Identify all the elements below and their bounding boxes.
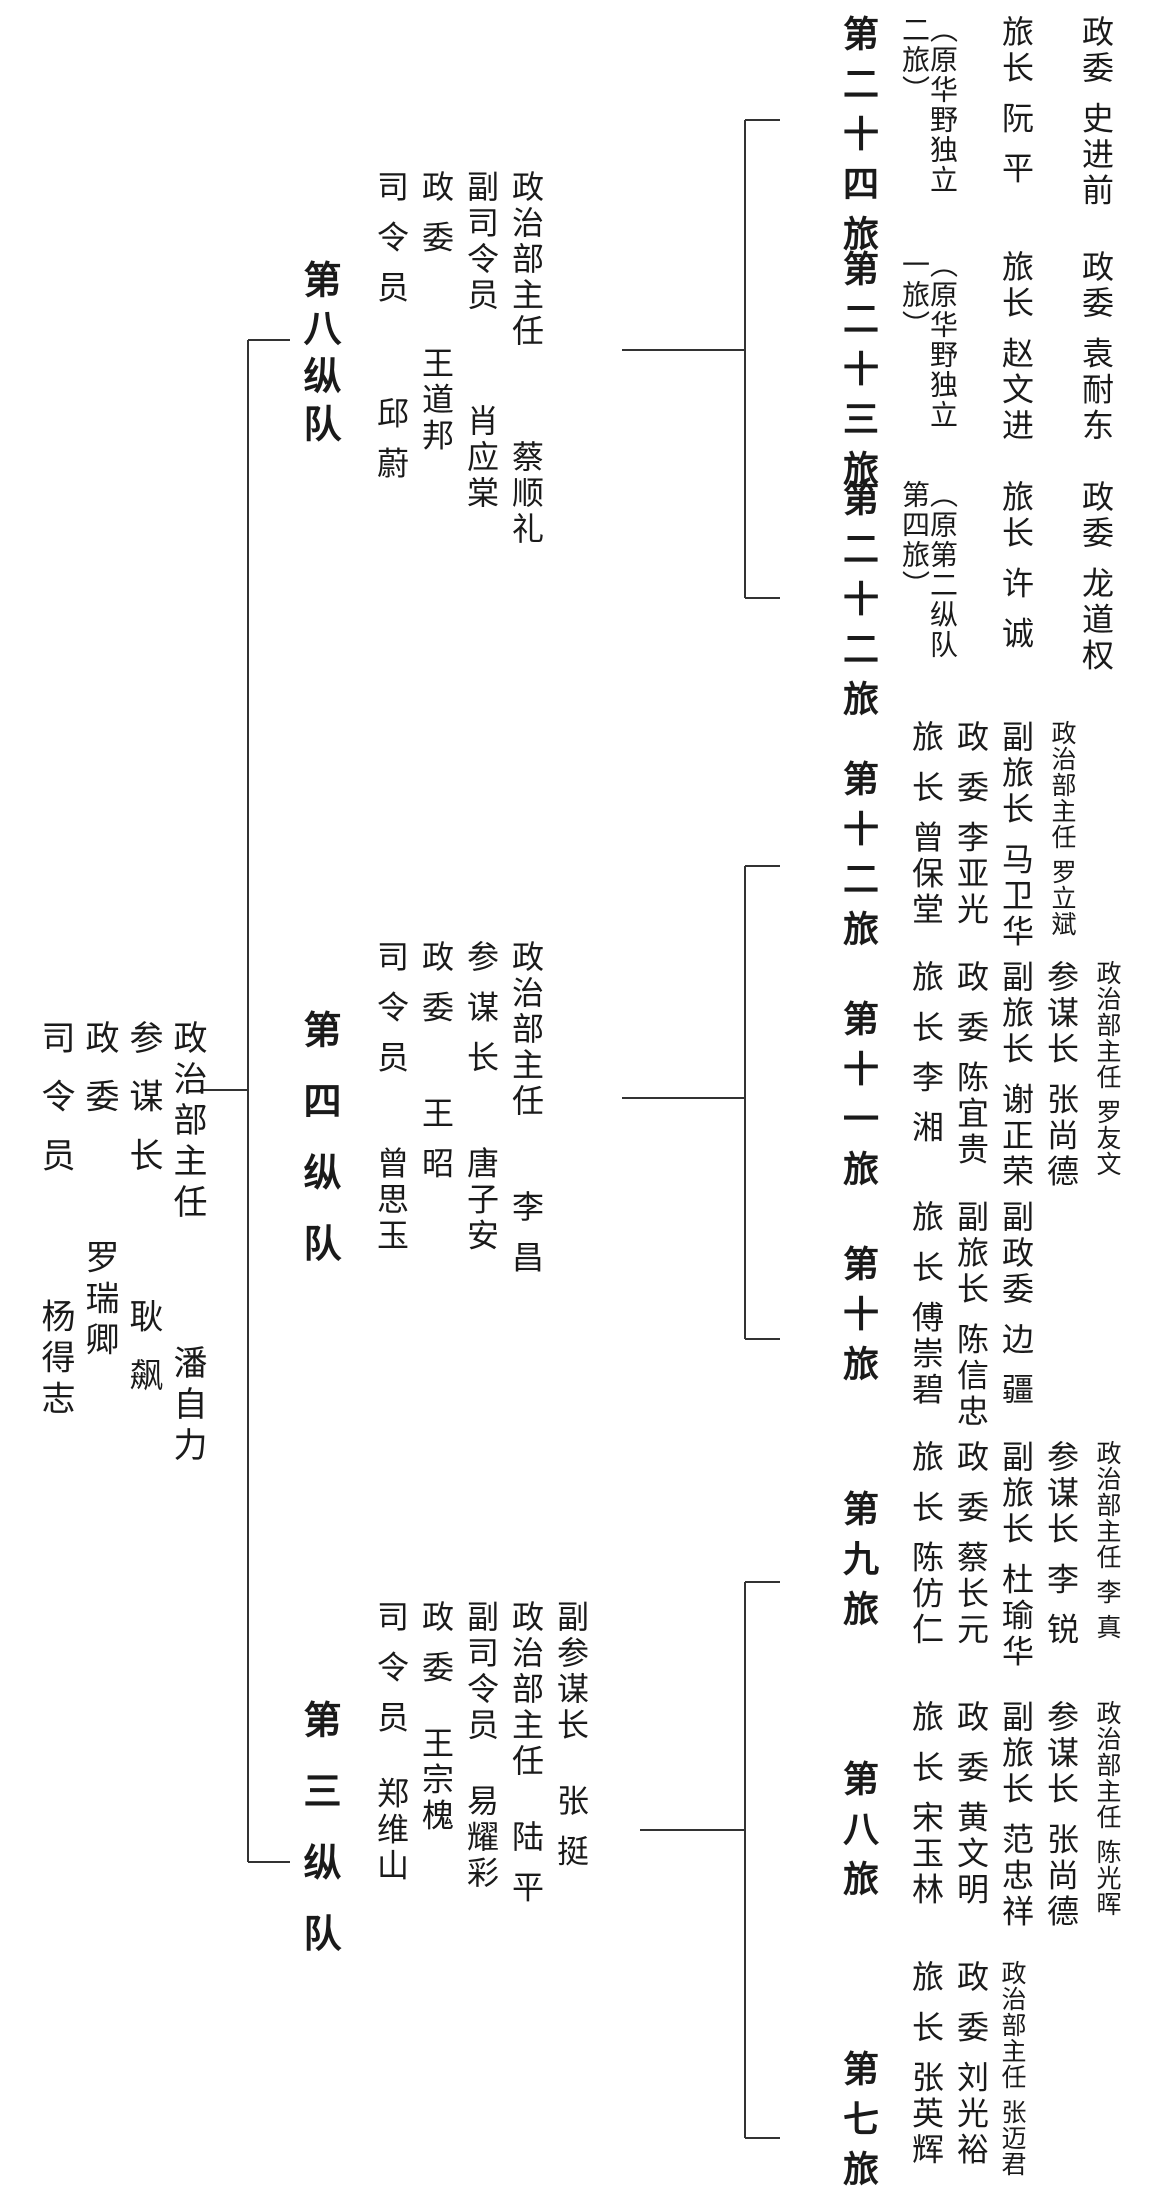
brigade-9-title: 第九旅 — [837, 1490, 879, 1640]
brigade-10-row: 副旅长 陈信忠 — [952, 1200, 990, 1431]
column-3-row: 政 委王宗槐 — [417, 1600, 455, 1835]
brigade-7-row: 旅 长 张英辉 — [907, 1960, 945, 2169]
hq-row-4: 司 令 员杨得志 — [35, 1020, 75, 1422]
brigade-8-row: 参谋长 张尚德 — [1042, 1700, 1080, 1931]
brigade-9-row: 旅 长 陈仿仁 — [907, 1440, 945, 1649]
column-3-row: 副参谋长张 挺 — [552, 1600, 590, 1871]
brigade-8-row: 政 委 黄文明 — [952, 1700, 990, 1909]
brigade-23-title: 第二十三旅 — [837, 250, 879, 500]
column-8-row: 司 令 员邱 蔚 — [372, 170, 410, 483]
brigade-11-row: 政治部主任 罗友文 — [1093, 960, 1122, 1177]
brigade-11-row: 副旅长 谢正荣 — [997, 960, 1035, 1191]
brigade-9-row: 政 委 蔡长元 — [952, 1440, 990, 1649]
hq-role: 政 委 — [79, 1020, 119, 1120]
column-3-row: 政治部主任陆 平 — [507, 1600, 545, 1907]
brigade-7-row: 政 委 刘光裕 — [952, 1960, 990, 2169]
hq-role: 司 令 员 — [35, 1020, 75, 1179]
brigade-9-row: 副旅长 杜瑜华 — [997, 1440, 1035, 1671]
brigade-11-row: 旅 长 李 湘 — [907, 960, 945, 1147]
column-8-row: 政 委王道邦 — [417, 170, 455, 455]
column-3-row: 副司令员易耀彩 — [462, 1600, 500, 1892]
brigade-8-row: 副旅长 范忠祥 — [997, 1700, 1035, 1931]
brigade-10-row: 旅 长 傅崇碧 — [907, 1200, 945, 1409]
brigade-22-row: 旅长 许 诚 — [997, 480, 1035, 653]
column-4-row: 司 令 员曾思玉 — [372, 940, 410, 1255]
column-4-title: 第 四 纵 队 — [297, 1010, 342, 1272]
brigade-10-title: 第十旅 — [837, 1245, 879, 1395]
hq-name: 杨得志 — [35, 1298, 75, 1422]
hq-name: 耿 飙 — [123, 1298, 163, 1399]
column-8-title: 第八纵队 — [297, 260, 342, 452]
hq-row-3: 政 委罗瑞卿 — [79, 1020, 119, 1363]
brigade-8-row: 旅 长 宋玉林 — [907, 1700, 945, 1909]
brigade-11-row: 政 委 陈宜贵 — [952, 960, 990, 1169]
hq-row-2: 参 谋 长耿 飙 — [123, 1020, 163, 1399]
brigade-22-note: （原第二纵队第四旅） — [898, 480, 959, 660]
brigade-22-title: 第二十二旅 — [837, 480, 879, 730]
brigade-24-note: （原华野独立二旅） — [898, 15, 959, 195]
column-4-row: 参 谋 长唐子安 — [462, 940, 500, 1255]
brigade-23-row: 政委 袁耐东 — [1077, 250, 1115, 445]
brigade-7-row: 政治部主任 张迈君 — [998, 1960, 1027, 2177]
brigade-11-title: 第十一旅 — [837, 1000, 879, 1200]
brigade-12-row: 政 委 李亚光 — [952, 720, 990, 929]
brigade-12-row: 政治部主任 罗立斌 — [1048, 720, 1077, 937]
brigade-12-title: 第十二旅 — [837, 760, 879, 960]
brigade-23-note: （原华野独立一旅） — [898, 250, 959, 430]
column-8-row: 政治部主任蔡顺礼 — [507, 170, 545, 548]
brigade-7-title: 第七旅 — [837, 2050, 879, 2200]
hq-row-1: 政治部主任潘自力 — [167, 1020, 207, 1468]
brigade-8-title: 第八旅 — [837, 1760, 879, 1910]
hq-role: 参 谋 长 — [123, 1020, 163, 1179]
brigade-12-row: 副旅长 马卫华 — [997, 720, 1035, 951]
brigade-11-row: 参谋长 张尚德 — [1042, 960, 1080, 1191]
column-4-row: 政治部主任李 昌 — [507, 940, 545, 1277]
hq-name: 罗瑞卿 — [79, 1239, 119, 1363]
hq-role: 政治部主任 — [167, 1020, 207, 1225]
column-3-title: 第 三 纵 队 — [297, 1700, 342, 1962]
brigade-24-row: 政委 史进前 — [1077, 15, 1115, 210]
hq-name: 潘自力 — [167, 1345, 207, 1468]
column-3-row: 司 令 员郑维山 — [372, 1600, 410, 1885]
brigade-22-row: 政委 龙道权 — [1077, 480, 1115, 675]
brigade-10-row: 副政委 边 疆 — [997, 1200, 1035, 1409]
brigade-8-row: 政治部主任 陈光晖 — [1093, 1700, 1122, 1917]
brigade-24-title: 第二十四旅 — [837, 15, 879, 265]
brigade-9-row: 参谋长 李 锐 — [1042, 1440, 1080, 1649]
column-8-row: 副司令员肖应棠 — [462, 170, 500, 512]
brigade-23-row: 旅长 赵文进 — [997, 250, 1035, 445]
brigade-12-row: 旅 长 曾保堂 — [907, 720, 945, 929]
column-4-row: 政 委王 昭 — [417, 940, 455, 1183]
brigade-9-row: 政治部主任 李 真 — [1093, 1440, 1122, 1640]
brigade-24-row: 旅长 阮 平 — [997, 15, 1035, 188]
